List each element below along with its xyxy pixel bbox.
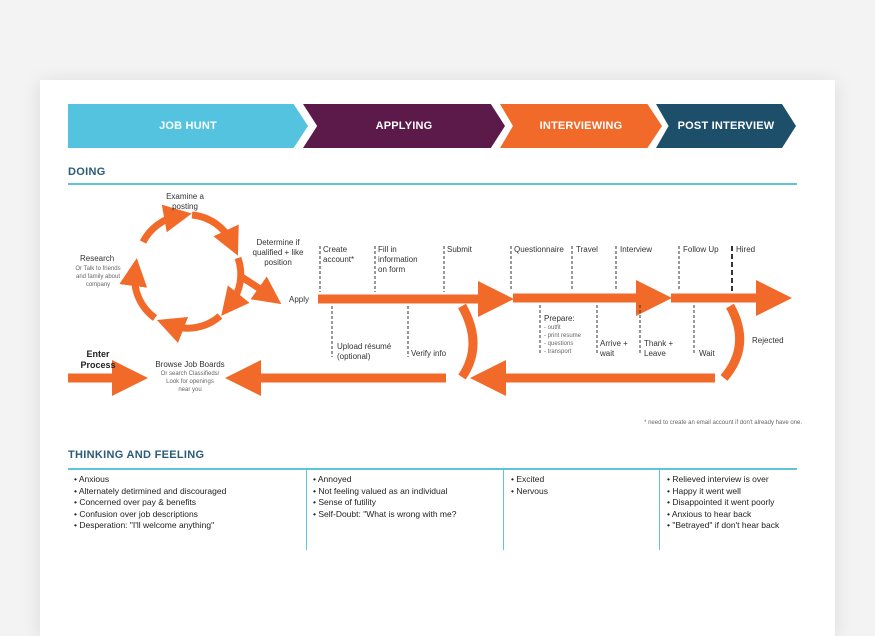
list-item: Confusion over job descriptions (74, 509, 226, 521)
list-item: Happy it went well (667, 486, 779, 498)
phase-applying: APPLYING (303, 104, 505, 148)
list-item: Excited (511, 474, 548, 486)
research-label: Research (80, 254, 115, 263)
cycle-arrow-5 (119, 258, 158, 321)
apply-label: Apply (289, 295, 310, 304)
doing-rule (68, 183, 797, 185)
list-item: Not feeling valued as an individual (313, 486, 456, 498)
feelings-post-interview: Relieved interview is over Happy it went… (667, 474, 779, 532)
phase-interviewing: INTERVIEWING (500, 104, 662, 148)
arrive-wait-label: Arrive +wait (600, 339, 628, 358)
applying-loop-curve (458, 303, 478, 380)
submit-label: Submit (447, 245, 472, 254)
upload-resume-label: Upload résumé(optional) (337, 342, 392, 361)
questionnaire-label: Questionnaire (514, 245, 564, 254)
list-item: Concerned over pay & benefits (74, 497, 226, 509)
cycle-arrows (119, 204, 282, 344)
thinking-rule (68, 468, 797, 470)
phase-job-hunt: JOB HUNT (68, 104, 308, 148)
cycle-arrow-4 (156, 313, 223, 344)
doing-heading: DOING (68, 166, 106, 178)
list-item: Anxious to hear back (667, 509, 779, 521)
list-item: "Betrayed" if don't hear back (667, 520, 779, 532)
cycle-arrow-3 (221, 256, 250, 316)
thinking-heading: THINKING AND FEELING (68, 449, 205, 461)
feelings-applying: Annoyed Not feeling valued as an individ… (313, 474, 457, 521)
follow-up-label: Follow Up (683, 245, 719, 254)
phase-post-interview: POST INTERVIEW (656, 104, 796, 148)
feelings-job-hunt: Anxious Alternately detirmined and disco… (74, 474, 226, 532)
rejected-label: Rejected (752, 336, 784, 345)
list-item: Sense of futility (313, 497, 456, 509)
thank-leave-label: Thank +Leave (644, 339, 674, 358)
list-item: Anxious (74, 474, 226, 486)
list-item: Alternately detirmined and discouraged (74, 486, 226, 498)
prepare-label: Prepare: (544, 314, 575, 323)
wait-label: Wait (699, 349, 715, 358)
list-item: Self-Doubt: "What is wrong with me? (313, 509, 456, 521)
footnote: * need to create an email account if don… (644, 420, 802, 426)
list-item: Nervous (511, 486, 548, 498)
column-divider-1 (306, 470, 307, 550)
cycle-arrow-1 (139, 204, 192, 244)
journey-map-card (40, 80, 835, 636)
apply-exit-arrow (238, 273, 282, 305)
column-divider-2 (503, 470, 504, 550)
feelings-interviewing: Excited Nervous (511, 474, 548, 497)
verify-info-label: Verify info (411, 349, 447, 358)
column-divider-3 (659, 470, 660, 550)
travel-label: Travel (576, 245, 598, 254)
hired-label: Hired (736, 245, 756, 254)
list-item: Desperation: "I'll welcome anything" (74, 520, 226, 532)
step-markers (319, 246, 695, 357)
list-item: Annoyed (313, 474, 456, 486)
prepare-items: - outfit- print resume- questions- trans… (544, 325, 582, 355)
interview-label: Interview (620, 245, 653, 254)
cycle-arrow-2 (191, 211, 239, 256)
list-item: Relieved interview is over (667, 474, 779, 486)
list-item: Disappointed it went poorly (667, 497, 779, 509)
rejected-curve (720, 303, 745, 381)
browse-label: Browse Job Boards (155, 360, 225, 369)
